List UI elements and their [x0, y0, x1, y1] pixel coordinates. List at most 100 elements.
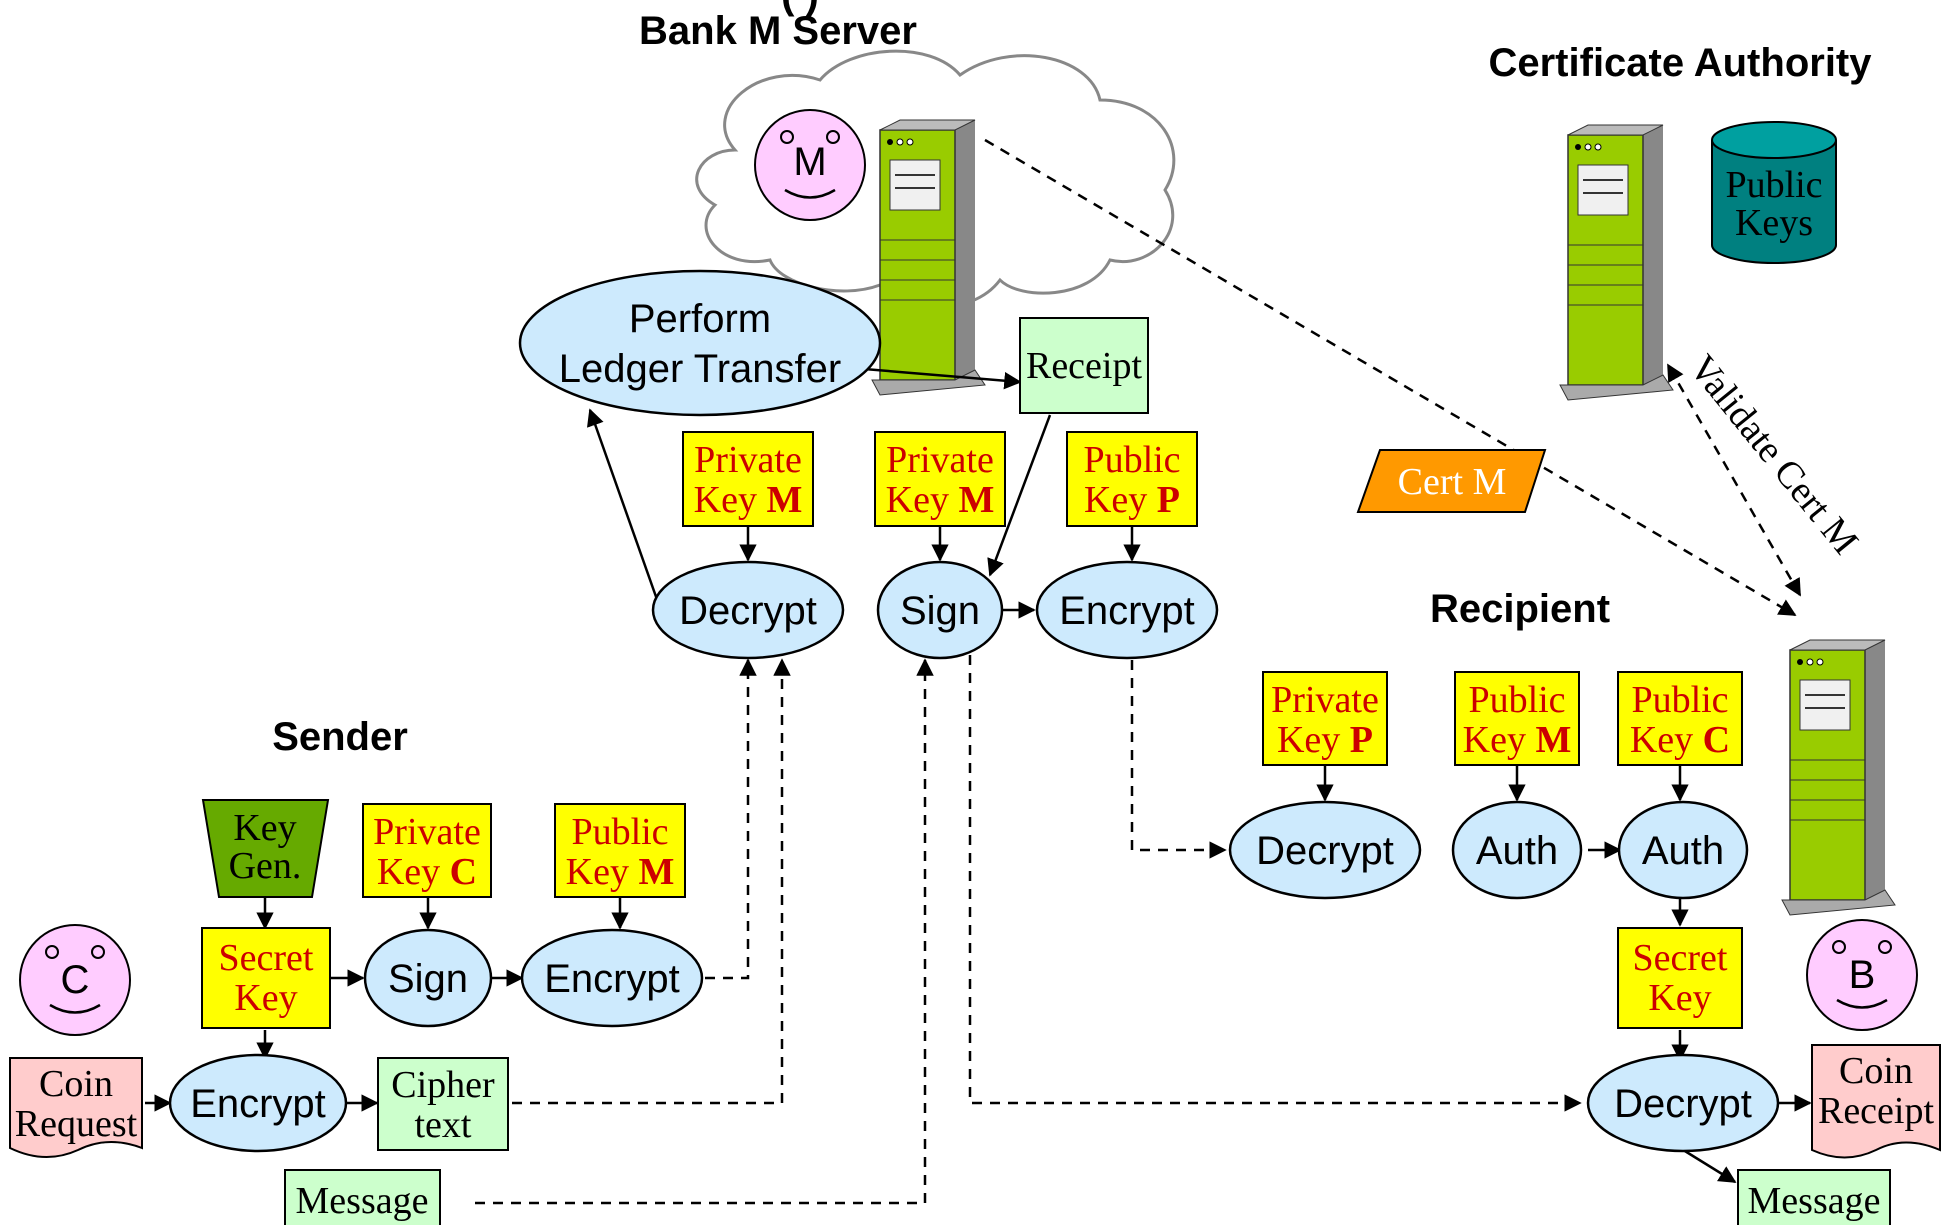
keygen-line1: Key: [233, 807, 296, 849]
secret-line2: Key: [234, 977, 297, 1019]
bank-sign-label: Sign: [900, 589, 980, 633]
coin-receipt-line1: Coin: [1839, 1050, 1913, 1092]
key-line1: Private: [373, 811, 481, 853]
recipient-auth-label: Auth: [1476, 829, 1558, 873]
svg-text:Key P: Key P: [1277, 719, 1373, 761]
coin-request-line1: Coin: [39, 1063, 113, 1105]
key-generator: Key Gen.: [201, 799, 330, 898]
ciphertext-box: Cipher text: [377, 1057, 509, 1151]
coin-request-document: Coin Request: [9, 1057, 143, 1159]
sender-message-box: Message: [284, 1169, 441, 1225]
recipient-message-box: Message: [1737, 1169, 1891, 1225]
recipient-title: Recipient: [1430, 587, 1610, 631]
key-line1: Private: [694, 439, 802, 481]
sender-message-label: Message: [296, 1180, 429, 1222]
recipient-private-key-p: Private Key P: [1262, 671, 1388, 766]
coin-request-line2: Request: [15, 1103, 138, 1145]
public-keys-line1: Public: [1725, 164, 1822, 206]
bank-encrypt-label: Encrypt: [1059, 589, 1195, 633]
recipient-final-decrypt-process: Decrypt: [1586, 1053, 1780, 1153]
sender-sign-process: Sign: [363, 928, 493, 1028]
svg-text:Key C: Key C: [377, 851, 477, 893]
certificate-authority-title: Certificate Authority: [1488, 41, 1872, 85]
receipt-box: Receipt: [1019, 317, 1149, 414]
secret-line1: Secret: [219, 937, 314, 979]
recipient-public-key-m: Public Key M: [1454, 671, 1580, 766]
bank-encrypt-process: Encrypt: [1035, 560, 1219, 660]
key-letter: M: [638, 851, 674, 893]
recipient-decrypt-label: Decrypt: [1256, 829, 1394, 873]
bank-server-title: Bank M Server: [639, 9, 917, 53]
validate-cert-label: Validate Cert M: [1681, 347, 1866, 562]
key-letter: P: [1350, 719, 1373, 761]
perform-line1: Perform: [629, 297, 771, 341]
bank-private-key-m-2: Private Key M: [874, 431, 1006, 527]
recipient-auth-label: Auth: [1642, 829, 1724, 873]
sender-encrypt2-label: Encrypt: [190, 1082, 326, 1126]
sender-encrypt-key-process: Encrypt: [520, 928, 704, 1028]
coin-receipt-document: Coin Receipt: [1811, 1044, 1941, 1159]
sender-encrypt-label: Encrypt: [544, 957, 680, 1001]
bank-public-key-p: Public Key P: [1066, 431, 1198, 527]
perform-line2: Ledger Transfer: [559, 347, 841, 391]
keygen-line2: Gen.: [229, 845, 302, 887]
person-m-label: M: [793, 140, 826, 184]
key-line1: Public: [571, 811, 668, 853]
cipher-line2: text: [415, 1104, 472, 1146]
person-b-label: B: [1849, 953, 1876, 997]
svg-text:Key C: Key C: [1630, 719, 1730, 761]
svg-text:Key M: Key M: [1463, 719, 1572, 761]
key-line2: Key: [694, 479, 767, 521]
sender-encrypt-coin-process: Encrypt: [168, 1053, 348, 1153]
key-line1: Public: [1468, 679, 1565, 721]
key-line2: Key: [566, 851, 639, 893]
sender-sign-label: Sign: [388, 957, 468, 1001]
sender-private-key-c: Private Key C: [362, 803, 492, 898]
bank-server-icon: [871, 119, 986, 396]
svg-text:Key P: Key P: [1084, 479, 1180, 521]
key-letter: M: [766, 479, 802, 521]
secret-line2: Key: [1648, 977, 1711, 1019]
key-line2: Key: [1463, 719, 1536, 761]
top-partial-title: ( ): [781, 0, 819, 17]
bank-private-key-m-1: Private Key M: [682, 431, 814, 527]
cipher-line1: Cipher: [391, 1064, 495, 1106]
recipient-public-key-c: Public Key C: [1617, 671, 1743, 766]
recipient-message-label: Message: [1748, 1180, 1881, 1222]
key-line2: Key: [886, 479, 959, 521]
receipt-label: Receipt: [1026, 345, 1143, 387]
secret-line1: Secret: [1633, 937, 1728, 979]
key-letter: M: [958, 479, 994, 521]
key-letter: C: [1703, 719, 1730, 761]
key-line2: Key: [1630, 719, 1703, 761]
perform-ledger-transfer-process: Perform Ledger Transfer: [518, 269, 882, 417]
key-letter: M: [1535, 719, 1571, 761]
person-c-icon: C: [19, 924, 131, 1036]
recipient-auth-c-process: Auth: [1617, 800, 1749, 900]
ca-server-icon: [1559, 124, 1674, 401]
key-line1: Public: [1083, 439, 1180, 481]
bank-decrypt-process: Decrypt: [651, 560, 845, 660]
key-line1: Private: [886, 439, 994, 481]
sender-public-key-m: Public Key M: [554, 803, 686, 898]
cert-m-label: Cert M: [1398, 461, 1507, 503]
svg-text:Key M: Key M: [886, 479, 995, 521]
public-keys-database: Public Keys: [1711, 121, 1837, 264]
key-letter: P: [1157, 479, 1180, 521]
recipient-final-decrypt-label: Decrypt: [1614, 1082, 1752, 1126]
recipient-auth-m-process: Auth: [1451, 800, 1583, 900]
key-line1: Public: [1631, 679, 1728, 721]
key-line2: Key: [377, 851, 450, 893]
person-b-icon: B: [1806, 919, 1918, 1031]
key-line2: Key: [1277, 719, 1350, 761]
key-line1: Private: [1271, 679, 1379, 721]
svg-text:Key M: Key M: [694, 479, 803, 521]
svg-text:Key M: Key M: [566, 851, 675, 893]
recipient-server-icon: [1781, 639, 1896, 916]
sender-secret-key: Secret Key: [201, 927, 331, 1029]
recipient-decrypt-process: Decrypt: [1228, 800, 1422, 900]
cert-m-document: Cert M: [1356, 449, 1547, 513]
key-line2: Key: [1084, 479, 1157, 521]
coin-receipt-line2: Receipt: [1818, 1090, 1935, 1132]
recipient-secret-key: Secret Key: [1617, 927, 1743, 1029]
